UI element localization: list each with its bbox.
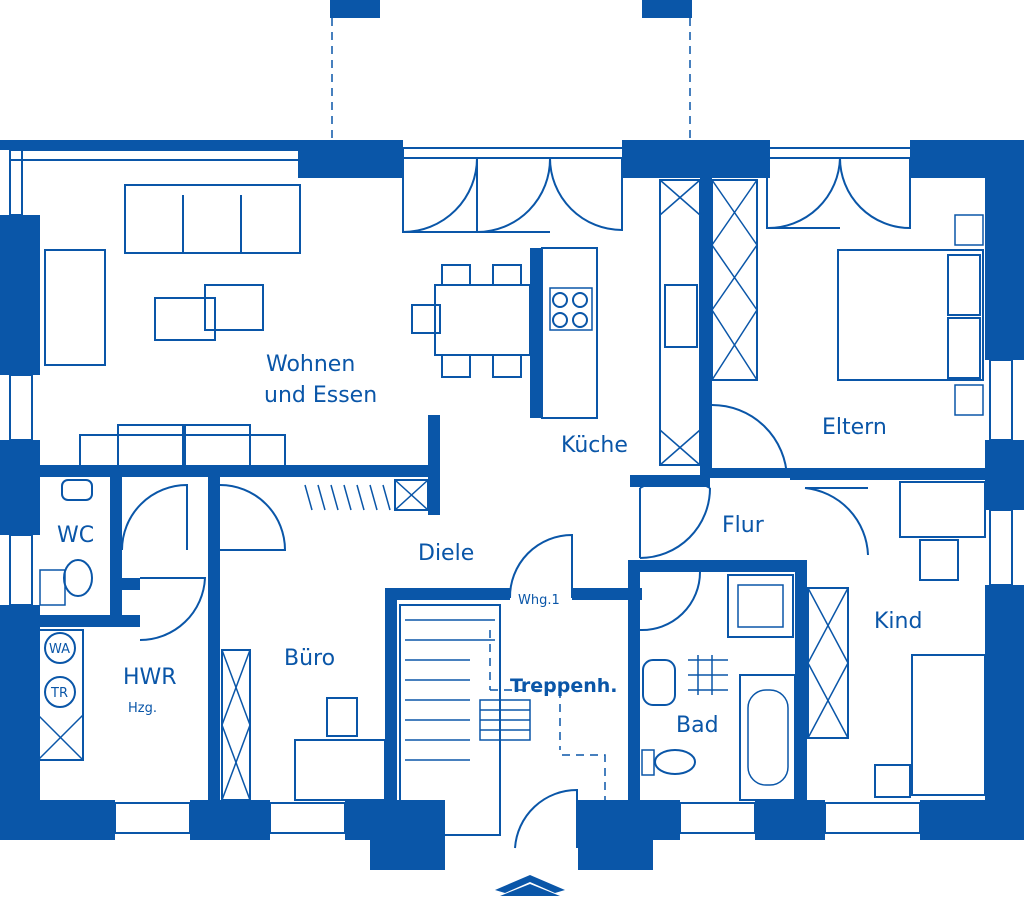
wohnen-label-1: Wohnen: [266, 352, 355, 377]
treppenhaus-label: Treppenh.: [510, 675, 618, 697]
sofa: [44, 184, 301, 471]
wohnen-label-2: und Essen: [264, 383, 377, 408]
bathroom-fixtures: [641, 574, 796, 801]
washer-label: WA: [49, 642, 70, 657]
kind-furniture: [807, 481, 986, 798]
kitchen-island: [530, 247, 598, 419]
diele-label: Diele: [418, 541, 474, 566]
buero-label: Büro: [284, 646, 335, 671]
double-bed: [837, 214, 984, 416]
window-icon: [9, 147, 1013, 834]
flur-label: Flur: [722, 513, 765, 538]
interior-walls: [30, 178, 990, 805]
hzg-label: Hzg.: [128, 701, 157, 716]
dining-table: [411, 264, 531, 378]
dryer-label: TR: [50, 686, 68, 701]
bad-label: Bad: [676, 713, 719, 738]
kind-label: Kind: [874, 609, 922, 634]
whg-label: Whg.1: [518, 593, 560, 608]
office-furniture: [221, 649, 386, 801]
kitchen-counter: [659, 179, 758, 466]
door-swing-icon: [121, 157, 911, 849]
wc-label: WC: [57, 523, 94, 548]
carport-outline: [330, 0, 692, 142]
wc-fixtures: [37, 479, 93, 761]
staircase-icon: [399, 604, 561, 836]
wardrobe: [304, 479, 429, 511]
hwr-label: HWR: [123, 665, 177, 690]
entrance-arrow-icon: [495, 875, 565, 896]
exterior-walls: [0, 140, 1024, 870]
kueche-label: Küche: [561, 433, 628, 458]
eltern-label: Eltern: [822, 415, 887, 440]
